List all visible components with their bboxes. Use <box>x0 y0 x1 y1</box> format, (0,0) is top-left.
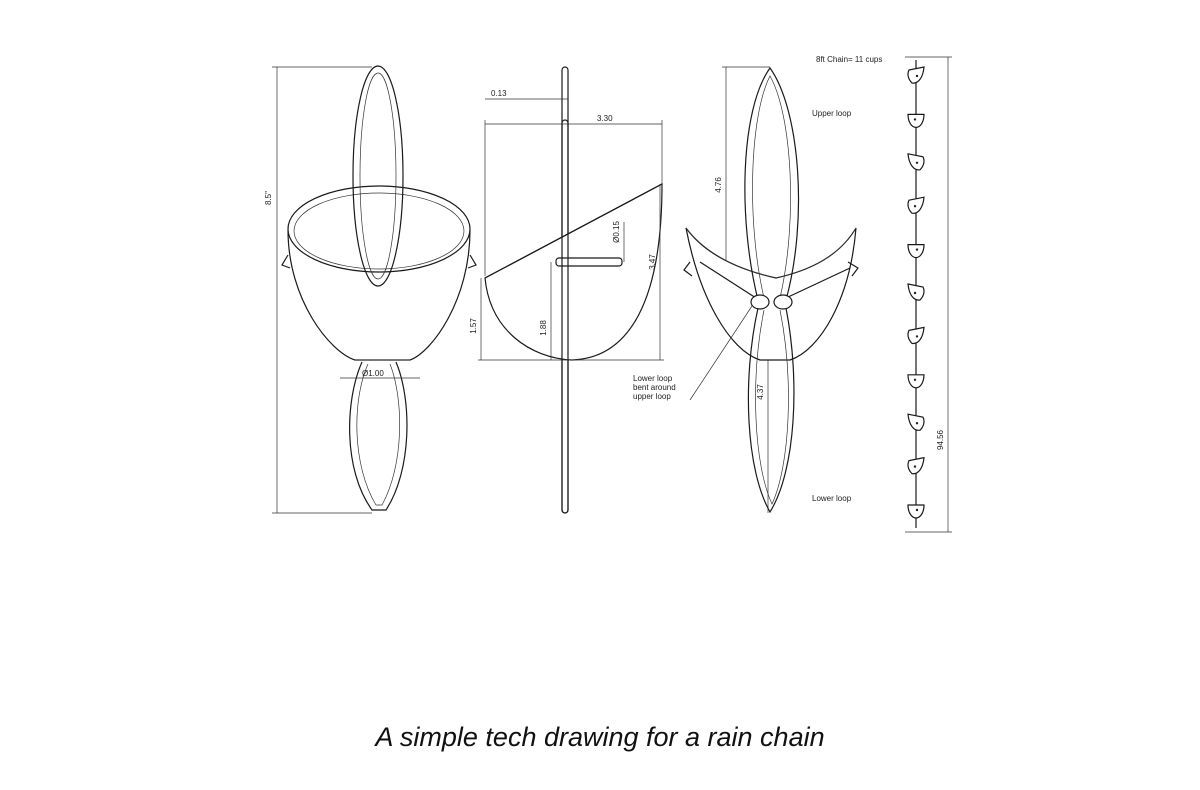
front-cup-rim <box>287 185 471 273</box>
front-lower-loop-inner <box>356 363 401 506</box>
front-cup-rim-inner <box>293 192 465 270</box>
chain-cup <box>907 283 925 301</box>
caption: A simple tech drawing for a rain chain <box>375 722 825 752</box>
chain-cup <box>907 153 925 171</box>
chain-cup-pin <box>915 161 919 164</box>
chain-cup-pin <box>913 118 917 121</box>
chain-cup-pin <box>915 508 919 512</box>
label-lower-loop-bent-line2: bent around <box>633 383 676 392</box>
perspective-view: 4.76 4.37 Lower loop bent around upper l… <box>633 66 859 514</box>
side-view: 0.13 3.30 Ø0.15 3.47 1.57 1.88 <box>469 66 664 514</box>
side-rod-front <box>561 119 569 514</box>
rod-dia-dimension-label: Ø0.15 <box>612 221 621 243</box>
front-upper-loop-inner <box>359 72 397 280</box>
front-right-tab <box>467 254 477 269</box>
chain-cup-pin <box>913 205 917 208</box>
perspective-arm-right <box>785 267 851 299</box>
chain-cup-pin <box>913 291 917 295</box>
front-view: 8.5" Ø1.00 <box>264 65 477 514</box>
chain-cup <box>907 113 925 129</box>
side-pin <box>555 257 623 267</box>
cup-height-dimension-label: 3.47 <box>648 254 657 270</box>
chain-cup <box>907 456 925 475</box>
perspective-upper-loop-inner <box>752 75 791 299</box>
label-lower-loop-bent-line3: upper loop <box>633 392 671 401</box>
perspective-upper-loop <box>744 66 800 301</box>
loop-dia-dimension-label: Ø1.00 <box>362 369 384 378</box>
chain-cup-pin <box>915 422 919 425</box>
chain-cup-pin <box>915 74 919 78</box>
chain-cup <box>907 196 925 214</box>
front-lower-loop <box>349 361 408 511</box>
label-lower-loop: Lower loop <box>812 494 852 503</box>
low-side-dimension-label: 1.57 <box>469 318 478 334</box>
perspective-cup-tab-left <box>683 261 693 277</box>
perspective-joint-left <box>750 294 770 310</box>
chain-cup-pin <box>913 465 917 468</box>
perspective-arm-left <box>699 261 757 299</box>
chain-length-dimension-label: 94.56 <box>936 429 945 450</box>
perspective-cup <box>685 227 857 361</box>
lower-loop-dimension-label: 4.37 <box>756 384 765 400</box>
chain-cup <box>907 374 925 389</box>
side-cup-profile <box>484 183 663 361</box>
chain-cup <box>907 244 925 259</box>
perspective-lower-loop-inner <box>755 309 789 505</box>
chain-title: 8ft Chain= 11 cups <box>816 55 882 64</box>
front-left-tab <box>281 254 291 269</box>
perspective-lower-loop <box>747 307 795 514</box>
lower-loop-bent-leader <box>689 305 753 401</box>
chain-cup <box>907 66 925 84</box>
perspective-cup-rim <box>685 227 857 279</box>
chain-cup <box>907 326 925 345</box>
perspective-joint-right <box>773 294 793 310</box>
chain-cup-pin <box>913 378 917 381</box>
rod-offset-dimension-label: 0.13 <box>491 89 507 98</box>
side-cup-slant-rim <box>484 183 663 279</box>
chain-cup <box>907 413 925 431</box>
chain-cup-pin <box>915 335 919 338</box>
label-lower-loop-bent-line1: Lower loop <box>633 374 673 383</box>
perspective-cup-tab <box>847 261 859 277</box>
front-upper-loop <box>352 65 404 287</box>
label-upper-loop: Upper loop <box>812 109 852 118</box>
pin-height-dimension-label: 1.88 <box>539 320 548 336</box>
upper-loop-dimension-label: 4.76 <box>714 177 723 193</box>
width-dimension-label: 3.30 <box>597 114 613 123</box>
chain-cups <box>907 66 925 519</box>
chain-cup-pin <box>915 248 919 251</box>
height-dimension-label: 8.5" <box>264 191 273 205</box>
chain-view: 8ft Chain= 11 cups 94.56 <box>816 55 952 533</box>
chain-cup <box>907 504 925 519</box>
